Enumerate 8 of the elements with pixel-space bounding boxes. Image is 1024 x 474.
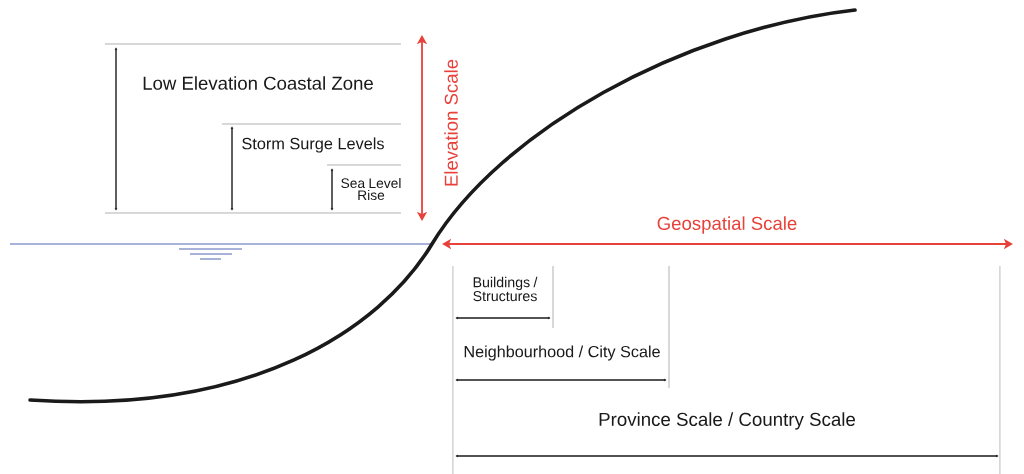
dimension-label: Neighbourhood / City Scale bbox=[464, 345, 660, 361]
dimension-label: Province Scale / Country Scale bbox=[599, 412, 855, 430]
dimension-label: Storm Surge Levels bbox=[242, 137, 384, 153]
dimension-label: Low Elevation Coastal Zone bbox=[143, 76, 373, 90]
scale-label: Geospatial Scale bbox=[657, 216, 797, 234]
dimension-label: Sea Level Rise bbox=[341, 177, 401, 201]
scale-label: Elevation Scale bbox=[444, 59, 458, 186]
dimension-label: Buildings / Structures bbox=[473, 276, 538, 302]
